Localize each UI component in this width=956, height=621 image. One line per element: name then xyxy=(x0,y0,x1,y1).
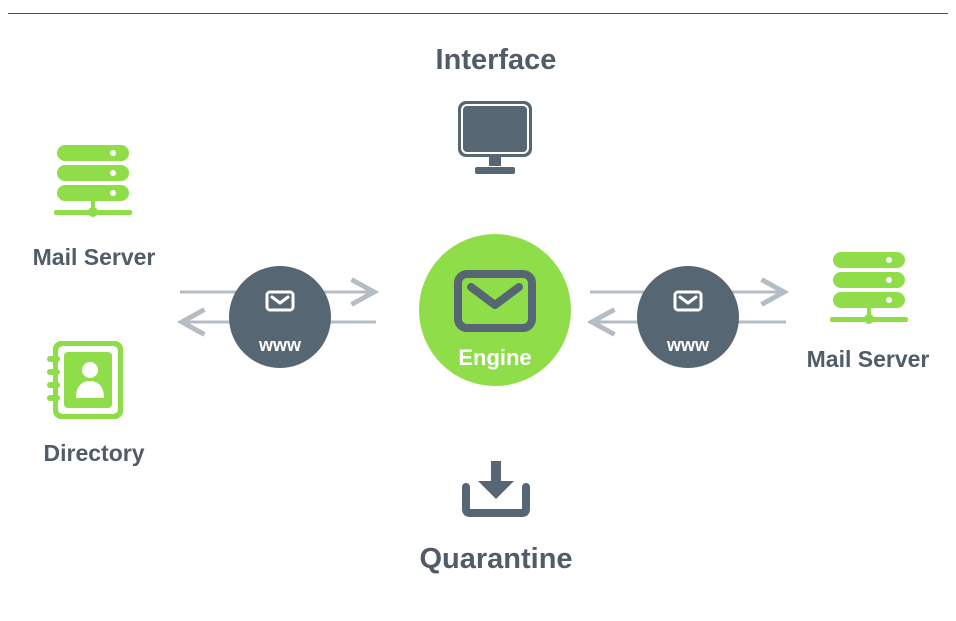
envelope-icon xyxy=(673,290,703,312)
engine-label: Engine xyxy=(458,345,532,370)
monitor-icon xyxy=(458,101,532,174)
mail-server-right-label: Mail Server xyxy=(806,346,930,372)
www-right-label: www xyxy=(666,335,709,355)
www-left-node xyxy=(229,266,331,368)
mail-server-left-label: Mail Server xyxy=(32,244,156,270)
www-left-label: www xyxy=(258,335,301,355)
contact-book-icon xyxy=(47,341,123,419)
download-tray-icon xyxy=(462,461,530,517)
server-stack-icon xyxy=(54,145,132,217)
engine-node xyxy=(419,234,571,386)
top-divider xyxy=(8,13,948,14)
envelope-icon xyxy=(265,290,295,312)
www-right-node xyxy=(637,266,739,368)
interface-label: Interface xyxy=(435,44,557,76)
server-stack-icon xyxy=(830,252,908,324)
directory-label: Directory xyxy=(43,440,145,466)
envelope-icon xyxy=(454,270,536,332)
quarantine-label: Quarantine xyxy=(419,543,573,575)
